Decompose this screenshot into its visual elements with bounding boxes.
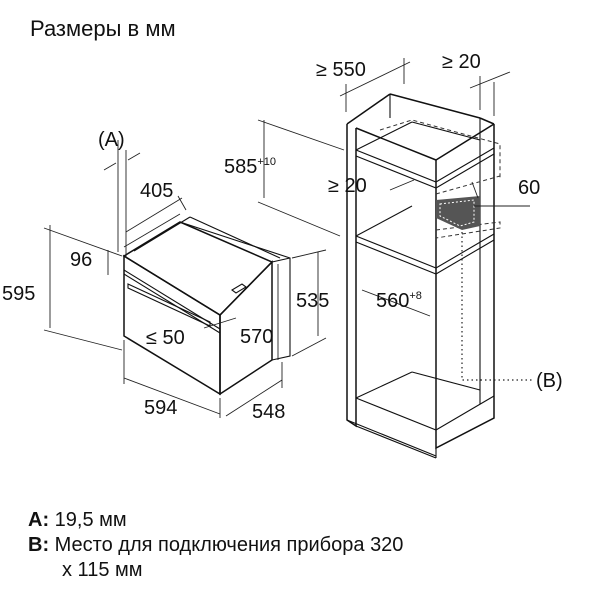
vent-size-label: 60 <box>518 177 540 199</box>
oven-top <box>122 221 274 316</box>
legend-a-text: 19,5 мм <box>54 509 127 531</box>
oven-inner-height-label: 570 <box>240 326 273 348</box>
oven-depth-label: 405 <box>140 180 173 202</box>
legend-a: A: 19,5 мм <box>28 508 127 532</box>
oven-body-height-label: 535 <box>296 290 329 312</box>
cabinet-drawing <box>346 93 532 459</box>
oven-width-label: 594 <box>144 397 177 419</box>
oven-front <box>123 254 221 396</box>
a-marker-label: (A) <box>98 129 125 151</box>
vent-gap-label: ≥ 20 <box>328 175 367 197</box>
legend-b-continued: x 115 мм <box>62 559 143 581</box>
legend-b: B: Место для подключения прибора 320 <box>28 533 403 557</box>
oven-height-label: 595 <box>2 283 35 305</box>
legend-b-text: Место для подключения прибора 320 <box>54 534 404 556</box>
cabinet-dimensions <box>257 58 530 317</box>
legend-b-key: B: <box>28 534 50 556</box>
vent-opening <box>436 196 480 230</box>
oven-dimensions <box>43 140 327 418</box>
b-marker-label: (B) <box>536 370 563 392</box>
oven-handle <box>127 283 211 327</box>
niche-width-label: 560+8 <box>376 290 422 312</box>
oven-gap-label: ≤ 50 <box>146 327 185 349</box>
oven-body-depth-label: 548 <box>252 401 285 423</box>
niche-height-label: 585+10 <box>224 156 276 178</box>
cabinet-depth-label: ≥ 550 <box>316 59 366 81</box>
legend-a-key: A: <box>28 509 50 531</box>
cabinet-wall-label: ≥ 20 <box>442 51 481 73</box>
oven-panel-label: 96 <box>70 249 92 271</box>
diagram-title: Размеры в мм <box>30 16 176 41</box>
oven-drawing <box>122 213 291 396</box>
